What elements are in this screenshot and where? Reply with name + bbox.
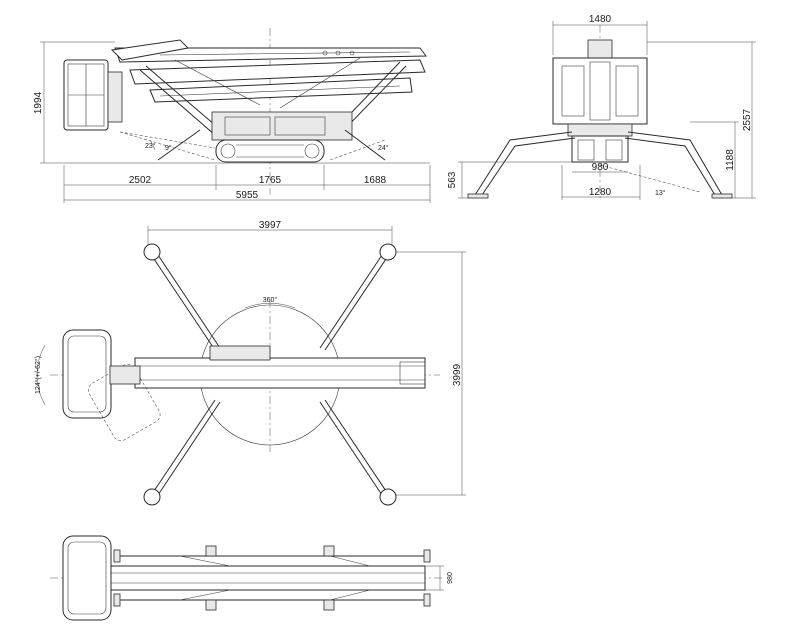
basket-rotation-label: 124°(+/-62°) — [34, 356, 42, 394]
width-980-label: 980 — [592, 162, 609, 173]
height-1994-label: 1994 — [33, 91, 44, 114]
height-2557-label: 2557 — [742, 108, 753, 131]
outrigger-pad-tr — [379, 243, 397, 261]
angle-13-label: 13° — [655, 189, 666, 197]
jib-arm — [110, 39, 190, 61]
angle-24-label: 24° — [378, 144, 389, 152]
front-basket — [552, 57, 648, 125]
chassis — [211, 111, 353, 141]
transport-width-label: 980 — [447, 572, 454, 584]
outrigger-pad-tl — [143, 243, 161, 261]
outrigger-width-label: 3997 — [259, 220, 282, 231]
transport-view: 980 — [50, 535, 454, 621]
outrigger-pad-bl — [143, 488, 161, 506]
outrigger-arm-br — [324, 399, 389, 495]
outrigger-arm-bl — [151, 399, 216, 495]
total-length-label: 5955 — [236, 190, 259, 201]
upper-boom — [114, 47, 427, 63]
front-chassis — [571, 135, 629, 163]
basket-mount — [107, 71, 123, 123]
front-top-unit — [587, 39, 613, 59]
top-turret — [209, 345, 271, 361]
lower-boom — [149, 77, 413, 103]
width-1480-label: 1480 — [589, 14, 612, 25]
outrigger-pad-br — [379, 488, 397, 506]
dim-2502-label: 2502 — [129, 175, 152, 186]
width-1280-label: 1280 — [589, 187, 612, 198]
top-view: 3997 3999 360° — [34, 220, 466, 506]
transport-boom — [110, 565, 426, 591]
top-boom — [134, 357, 426, 389]
dim-1765-label: 1765 — [259, 175, 282, 186]
front-view: 1480 13° 2557 1188 563 98 — [447, 14, 756, 200]
height-1188-label: 1188 — [725, 149, 736, 171]
top-basket — [62, 329, 112, 419]
dim-1688-label: 1688 — [364, 175, 387, 186]
outrigger-arm-tr — [324, 255, 389, 351]
front-base — [567, 123, 633, 137]
track — [215, 139, 325, 163]
outrigger-depth-label: 3999 — [452, 363, 463, 386]
outrigger-arm-tl — [151, 255, 216, 351]
middle-boom — [129, 59, 426, 85]
height-563-label: 563 — [447, 171, 458, 188]
side-view: 23° 9° 24° 1994 2502 1765 1688 5955 — [33, 28, 431, 203]
angle-9-label: 9° — [165, 144, 172, 152]
transport-basket — [62, 535, 112, 621]
angle-23-label: 23° — [145, 142, 156, 150]
basket-rotator — [109, 365, 141, 385]
